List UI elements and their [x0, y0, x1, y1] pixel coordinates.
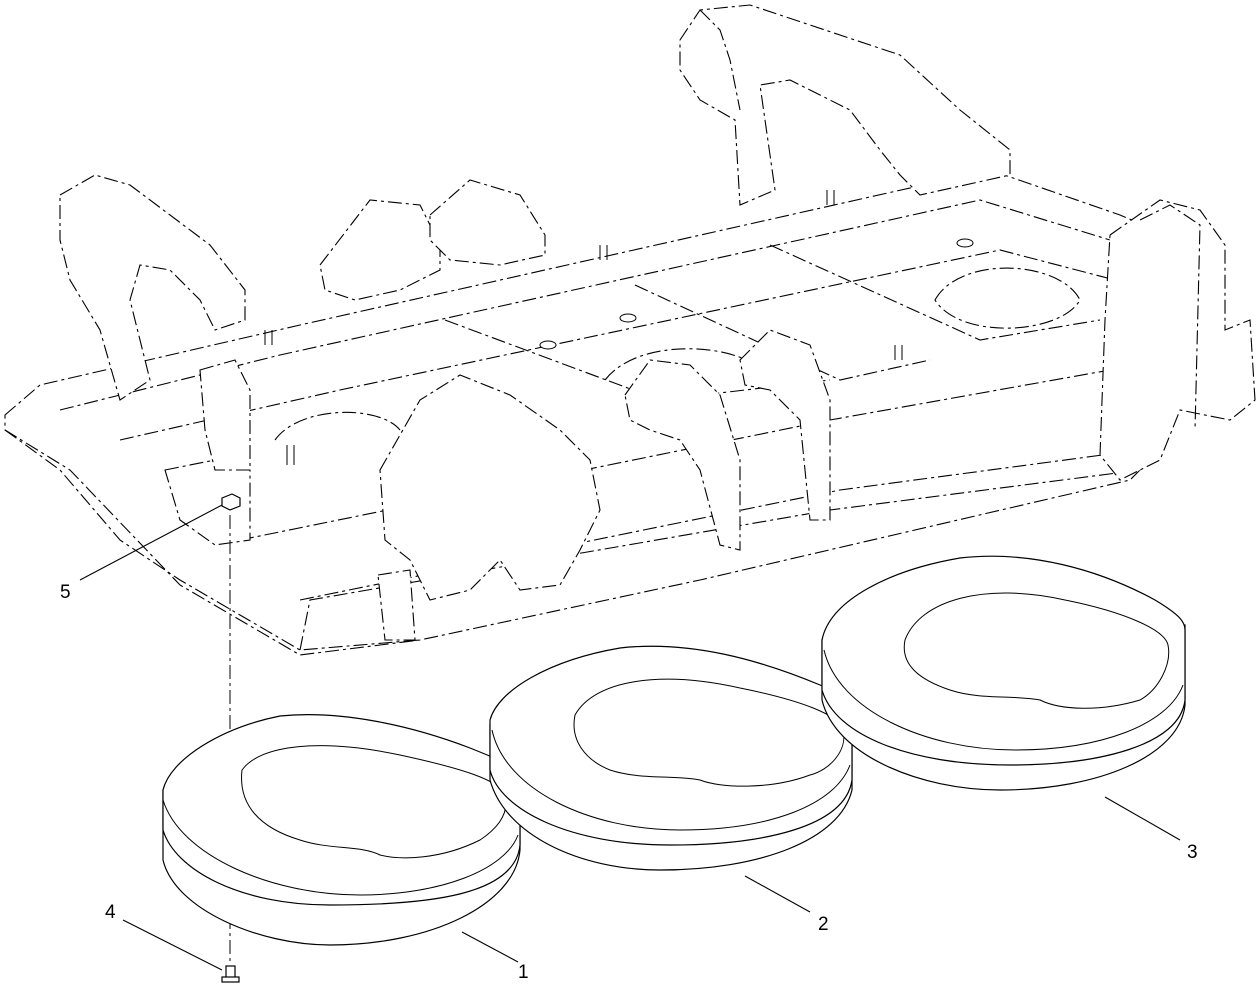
callout-3: 3 — [1187, 842, 1198, 863]
mower-deck-housing — [4, 4, 1256, 965]
leader-line-1 — [461, 931, 519, 963]
callout-labels: 1 2 3 4 5 — [60, 582, 1198, 983]
callout-2: 2 — [818, 914, 829, 935]
callout-4: 4 — [105, 902, 116, 923]
callout-5: 5 — [60, 582, 71, 603]
baffle-part-2 — [489, 645, 853, 871]
leader-lines — [79, 504, 1181, 971]
bolt-part-4 — [221, 965, 240, 983]
leader-line-4 — [122, 919, 223, 971]
leader-line-2 — [744, 875, 811, 913]
leader-line-5 — [79, 504, 223, 581]
leader-line-3 — [1104, 796, 1181, 841]
baffle-part-1 — [162, 714, 521, 946]
baffle-part-3 — [821, 555, 1186, 791]
callout-1: 1 — [518, 962, 529, 983]
